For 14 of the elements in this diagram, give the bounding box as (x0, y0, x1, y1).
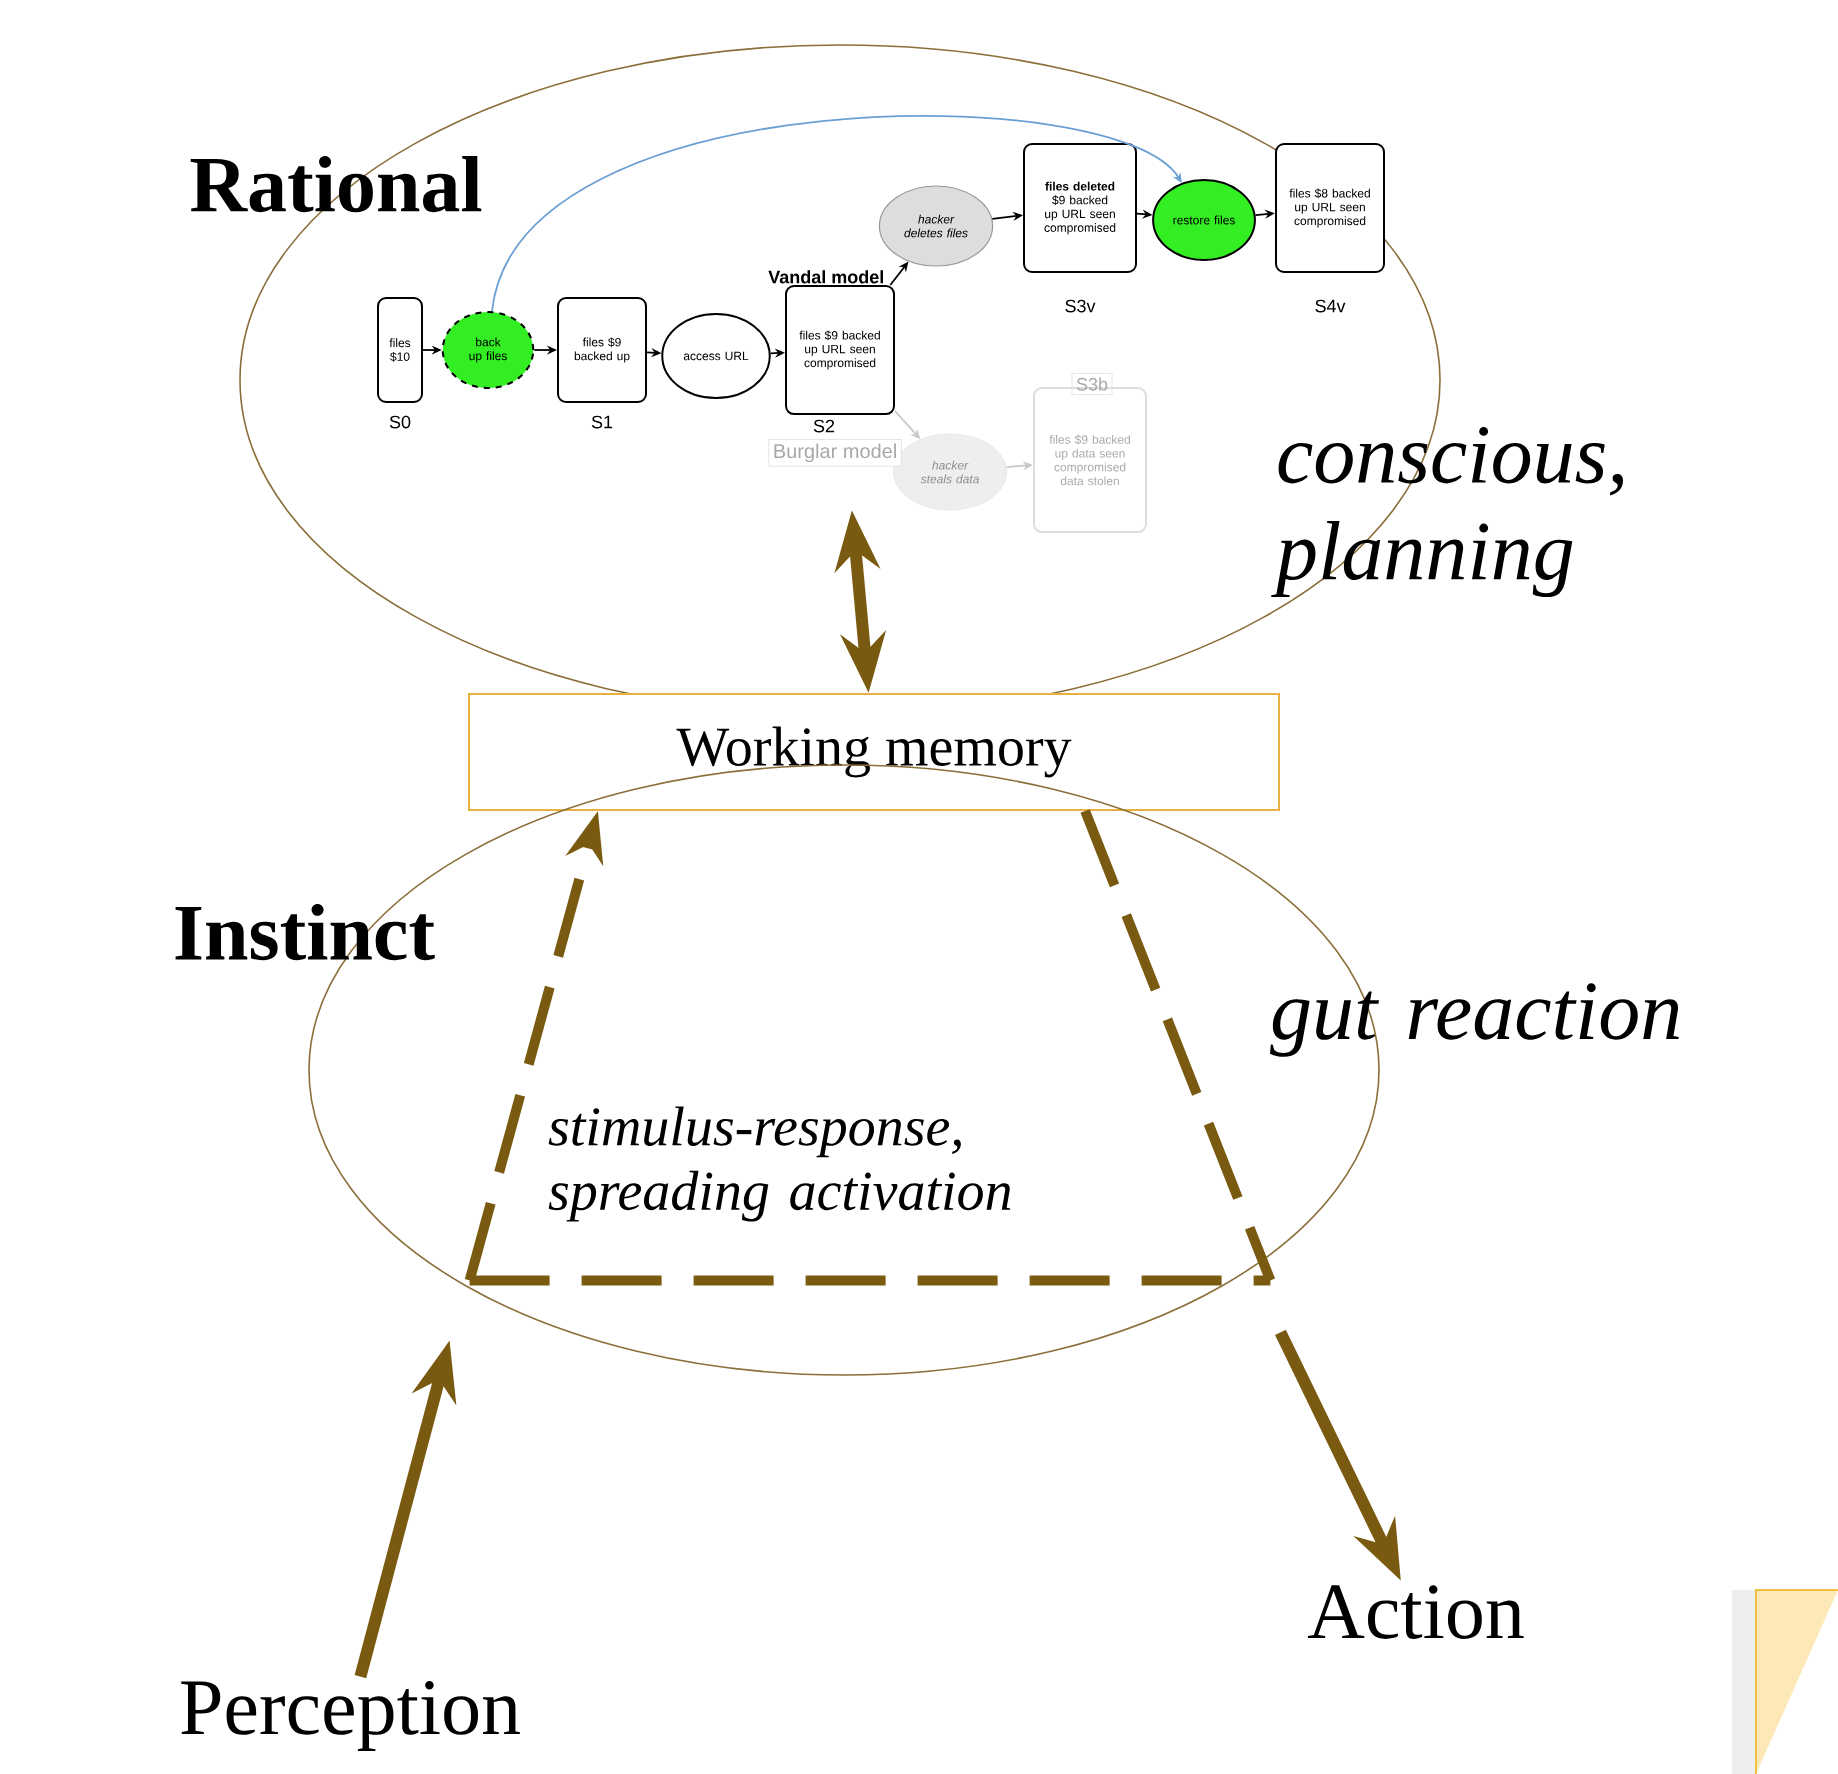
dashed-line (1080, 809, 1276, 1283)
state-label: S3b (1071, 373, 1113, 395)
state-label: S3v (1065, 299, 1096, 313)
io-label: Perception (181, 1681, 520, 1751)
memory-box: Working memory (468, 693, 1280, 811)
arrow (491, 115, 1182, 313)
state-label: S0 (389, 415, 411, 429)
io-label: Action (1307, 1585, 1524, 1639)
edge-label: Vandal model (768, 270, 883, 284)
edge-label: Burglar model (774, 443, 896, 463)
triangle-label: stimulus-response, spreading activation (548, 1106, 1011, 1222)
state-label: S1 (591, 415, 613, 429)
state-label: S2 (813, 419, 835, 433)
state-label: S4v (1315, 299, 1346, 313)
